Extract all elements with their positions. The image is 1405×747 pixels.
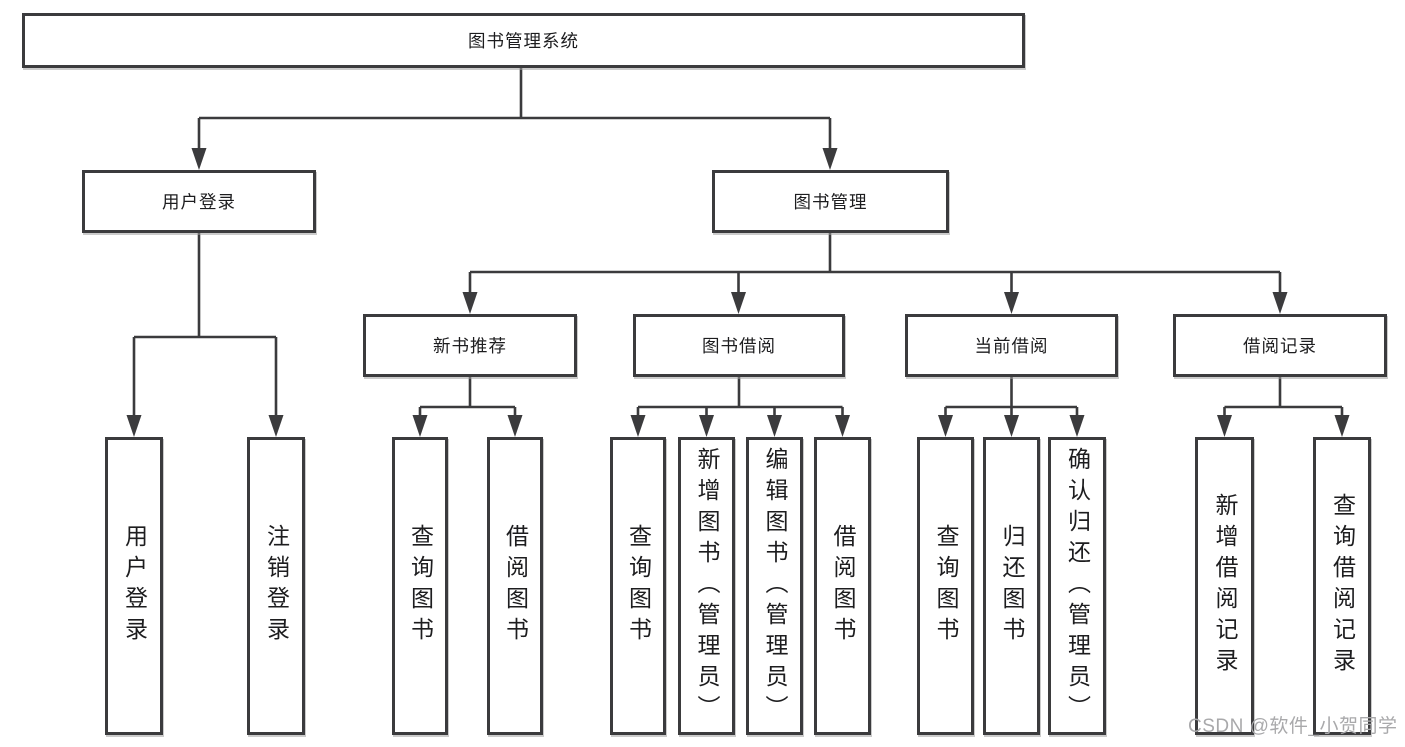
connector-book-management-children xyxy=(468,233,1282,294)
leaf-query-books-2-label: 查询图书 xyxy=(625,524,652,648)
arrowhead-leaf-query-borrow-record xyxy=(1334,415,1350,437)
leaf-confirm-return-admin-label: 确认归还（管理员） xyxy=(1064,446,1091,726)
leaf-query-books-3-label: 查询图书 xyxy=(933,524,959,648)
node-current-borrowing: 当前借阅 xyxy=(905,314,1118,377)
connector-user-login-children xyxy=(132,233,278,417)
node-user-login: 用户登录 xyxy=(82,170,316,233)
arrowhead-borrowing-records xyxy=(1272,292,1288,314)
arrowhead-leaf-add-book-admin xyxy=(699,415,714,437)
leaf-query-books-1: 查询图书 xyxy=(392,437,448,735)
node-root-label: 图书管理系统 xyxy=(468,31,579,51)
connector-root-to-level2 xyxy=(197,68,832,150)
connector-borrowing-records-children xyxy=(1223,377,1344,417)
leaf-logout-label: 注销登录 xyxy=(263,524,290,648)
arrowhead-leaf-confirm-return-admin xyxy=(1069,415,1085,437)
arrowhead-leaf-logout xyxy=(268,415,284,437)
node-root: 图书管理系统 xyxy=(22,13,1025,68)
leaf-edit-book-admin-label: 编辑图书（管理员） xyxy=(762,446,788,726)
leaf-edit-book-admin: 编辑图书（管理员） xyxy=(746,437,803,735)
arrowhead-leaf-query-books-1 xyxy=(412,415,428,437)
node-book-borrowing-label: 图书借阅 xyxy=(702,336,776,356)
leaf-return-book: 归还图书 xyxy=(983,437,1040,735)
arrowhead-new-book-recommend xyxy=(462,292,478,314)
leaf-borrow-books-2: 借阅图书 xyxy=(814,437,871,735)
arrowhead-book-management xyxy=(822,148,838,170)
leaf-add-borrow-record-label: 新增借阅记录 xyxy=(1212,493,1238,679)
arrowhead-leaf-query-books-2 xyxy=(630,415,646,437)
arrowhead-leaf-query-books-3 xyxy=(938,415,953,437)
leaf-query-books-1-label: 查询图书 xyxy=(407,524,434,648)
leaf-add-book-admin: 新增图书（管理员） xyxy=(678,437,735,735)
node-book-management-label: 图书管理 xyxy=(793,192,868,212)
arrowhead-leaf-edit-book-admin xyxy=(767,415,782,437)
leaf-confirm-return-admin: 确认归还（管理员） xyxy=(1048,437,1106,735)
connector-current-borrowing-children xyxy=(944,377,1079,417)
arrowhead-user-login xyxy=(191,148,207,170)
leaf-query-borrow-record: 查询借阅记录 xyxy=(1313,437,1371,735)
node-borrowing-records: 借阅记录 xyxy=(1173,314,1387,377)
leaf-return-book-label: 归还图书 xyxy=(999,524,1025,648)
leaf-borrow-books-2-label: 借阅图书 xyxy=(830,524,856,648)
leaf-add-borrow-record: 新增借阅记录 xyxy=(1195,437,1254,735)
arrowhead-current-borrowing xyxy=(1004,292,1019,314)
leaf-query-books-2: 查询图书 xyxy=(610,437,666,735)
arrowhead-leaf-return-book xyxy=(1004,415,1019,437)
node-user-login-label: 用户登录 xyxy=(162,192,236,212)
node-current-borrowing-label: 当前借阅 xyxy=(974,336,1049,356)
node-book-borrowing: 图书借阅 xyxy=(633,314,845,377)
leaf-borrow-books-1-label: 借阅图书 xyxy=(502,524,529,648)
arrowhead-leaf-borrow-books-1 xyxy=(507,415,523,437)
leaf-user-login-label: 用户登录 xyxy=(121,524,148,648)
leaf-borrow-books-1: 借阅图书 xyxy=(487,437,543,735)
leaf-query-borrow-record-label: 查询借阅记录 xyxy=(1329,493,1356,679)
csdn-watermark: CSDN @软件_小贺同学 xyxy=(1188,716,1398,737)
leaf-query-books-3: 查询图书 xyxy=(917,437,974,735)
node-new-book-recommend: 新书推荐 xyxy=(363,314,577,377)
leaf-user-login: 用户登录 xyxy=(105,437,163,735)
node-borrowing-records-label: 借阅记录 xyxy=(1243,336,1317,356)
leaf-logout: 注销登录 xyxy=(247,437,305,735)
arrowhead-leaf-user-login xyxy=(126,415,142,437)
connector-new-book-recommend-children xyxy=(418,377,517,417)
arrowhead-leaf-add-borrow-record xyxy=(1217,415,1232,437)
leaf-add-book-admin-label: 新增图书（管理员） xyxy=(694,446,720,726)
arrowhead-book-borrowing xyxy=(731,292,746,314)
node-book-management: 图书管理 xyxy=(712,170,949,233)
connector-book-borrowing-children xyxy=(636,377,844,417)
node-new-book-recommend-label: 新书推荐 xyxy=(433,336,507,356)
arrowhead-leaf-borrow-books-2 xyxy=(835,415,850,437)
